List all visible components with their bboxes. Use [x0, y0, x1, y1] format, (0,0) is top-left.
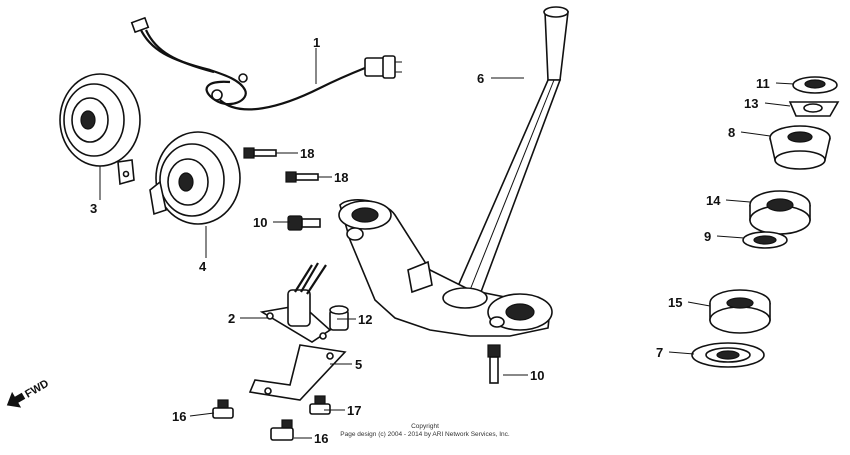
callout-14: 14 [706, 193, 721, 208]
seal-9 [742, 231, 788, 249]
callout-10-right: 10 [530, 368, 544, 383]
bearing-race-8 [769, 125, 831, 170]
horn-bracket [259, 262, 332, 343]
callout-6: 6 [477, 71, 484, 86]
callout-9: 9 [704, 229, 711, 244]
bolt-16-right [270, 419, 294, 441]
nut-11 [792, 76, 838, 94]
bolt-18-lower [285, 171, 319, 183]
callout-16-right: 16 [314, 431, 328, 446]
callout-3: 3 [90, 201, 97, 216]
bearing-14 [749, 190, 811, 235]
bolt-10-right [487, 344, 501, 384]
callout-12: 12 [358, 312, 372, 327]
callout-18-lower: 18 [334, 170, 348, 185]
fwd-indicator: FWD [6, 378, 51, 408]
callout-7: 7 [656, 345, 663, 360]
bolt-17 [309, 395, 331, 415]
bolt-10-left [287, 215, 321, 231]
callout-18-upper: 18 [300, 146, 314, 161]
wire-harness [130, 16, 402, 111]
callout-4: 4 [199, 259, 207, 274]
seal-7 [691, 342, 765, 368]
washer-13 [788, 101, 840, 117]
fwd-label: FWD [23, 378, 51, 401]
callout-labels: 1 2 3 4 5 6 7 8 9 10 10 11 12 13 14 15 1… [90, 35, 770, 446]
callout-10-left: 10 [253, 215, 267, 230]
collar-12 [329, 305, 349, 331]
callout-11: 11 [756, 76, 770, 91]
callout-16-left: 16 [172, 409, 186, 424]
callout-8: 8 [728, 125, 735, 140]
copyright-line-2: Page design (c) 2004 - 2014 by ARI Netwo… [340, 431, 510, 438]
callout-13: 13 [744, 96, 758, 111]
callout-2: 2 [228, 311, 235, 326]
bolt-16-left [212, 399, 234, 419]
bearing-15 [709, 289, 771, 334]
bolt-18-upper [243, 147, 277, 159]
stay-5 [248, 344, 347, 401]
fwd-arrow-icon [6, 391, 26, 408]
horn-low [59, 73, 141, 186]
copyright-line-1: Copyright [411, 423, 439, 430]
callout-17: 17 [347, 403, 361, 418]
steering-stem [338, 6, 569, 337]
copyright-notice: Copyright Page design (c) 2004 - 2014 by… [340, 423, 510, 438]
callout-15: 15 [668, 295, 682, 310]
horn-high [149, 131, 241, 225]
callout-5: 5 [355, 357, 362, 372]
leader-lines [99, 48, 795, 439]
callout-1: 1 [313, 35, 320, 50]
